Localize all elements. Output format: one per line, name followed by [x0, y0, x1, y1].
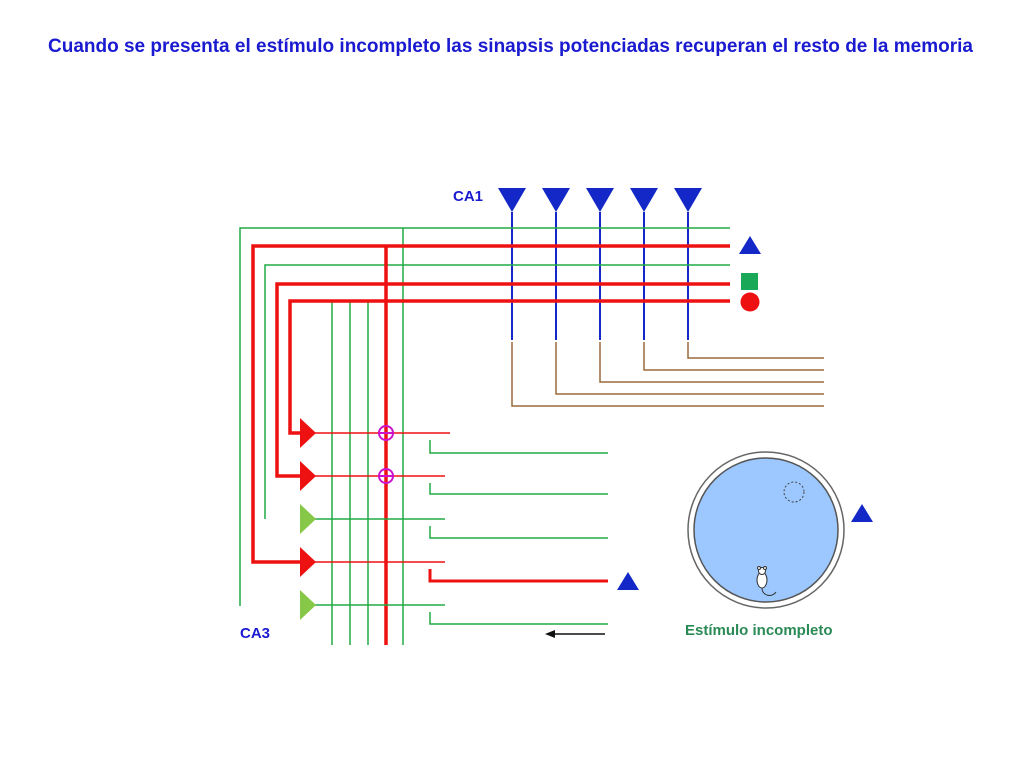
ca3-axon-outputs	[428, 440, 608, 625]
ca1-cell	[498, 188, 526, 340]
ca1-cell	[542, 188, 570, 340]
ca1-label: CA1	[453, 188, 483, 205]
ca1-cells	[498, 188, 702, 340]
ca3-dendrites	[314, 432, 450, 606]
ca3-cells	[300, 418, 316, 620]
ca3-cell	[300, 504, 316, 534]
slide-title: Cuando se presenta el estímulo incomplet…	[48, 36, 973, 57]
ca1-cell	[630, 188, 658, 340]
ca3-label: CA3	[240, 625, 270, 642]
ca3-cell	[300, 547, 316, 577]
mouse-icon	[756, 566, 777, 596]
ca1-cell	[674, 188, 702, 340]
ca1-cell	[586, 188, 614, 340]
ca1-output-lines	[511, 342, 824, 407]
circle-icon	[740, 292, 760, 312]
square-icon	[741, 273, 758, 290]
water-maze-icon	[687, 451, 845, 609]
triangle-icon	[851, 504, 873, 522]
ca3-cell	[300, 461, 316, 491]
schaffer-collaterals-inactive	[239, 227, 730, 645]
stimulus-label: Estímulo incompleto	[685, 622, 833, 639]
platform-icon	[783, 481, 805, 503]
schaffer-collaterals-potentiated	[251, 244, 730, 645]
potentiated-synapses	[378, 425, 394, 484]
arrow-left-icon	[545, 630, 605, 638]
triangle-icon	[617, 572, 639, 590]
triangle-icon	[739, 236, 761, 254]
ca3-cell	[300, 590, 316, 620]
ca3-cell	[300, 418, 316, 448]
